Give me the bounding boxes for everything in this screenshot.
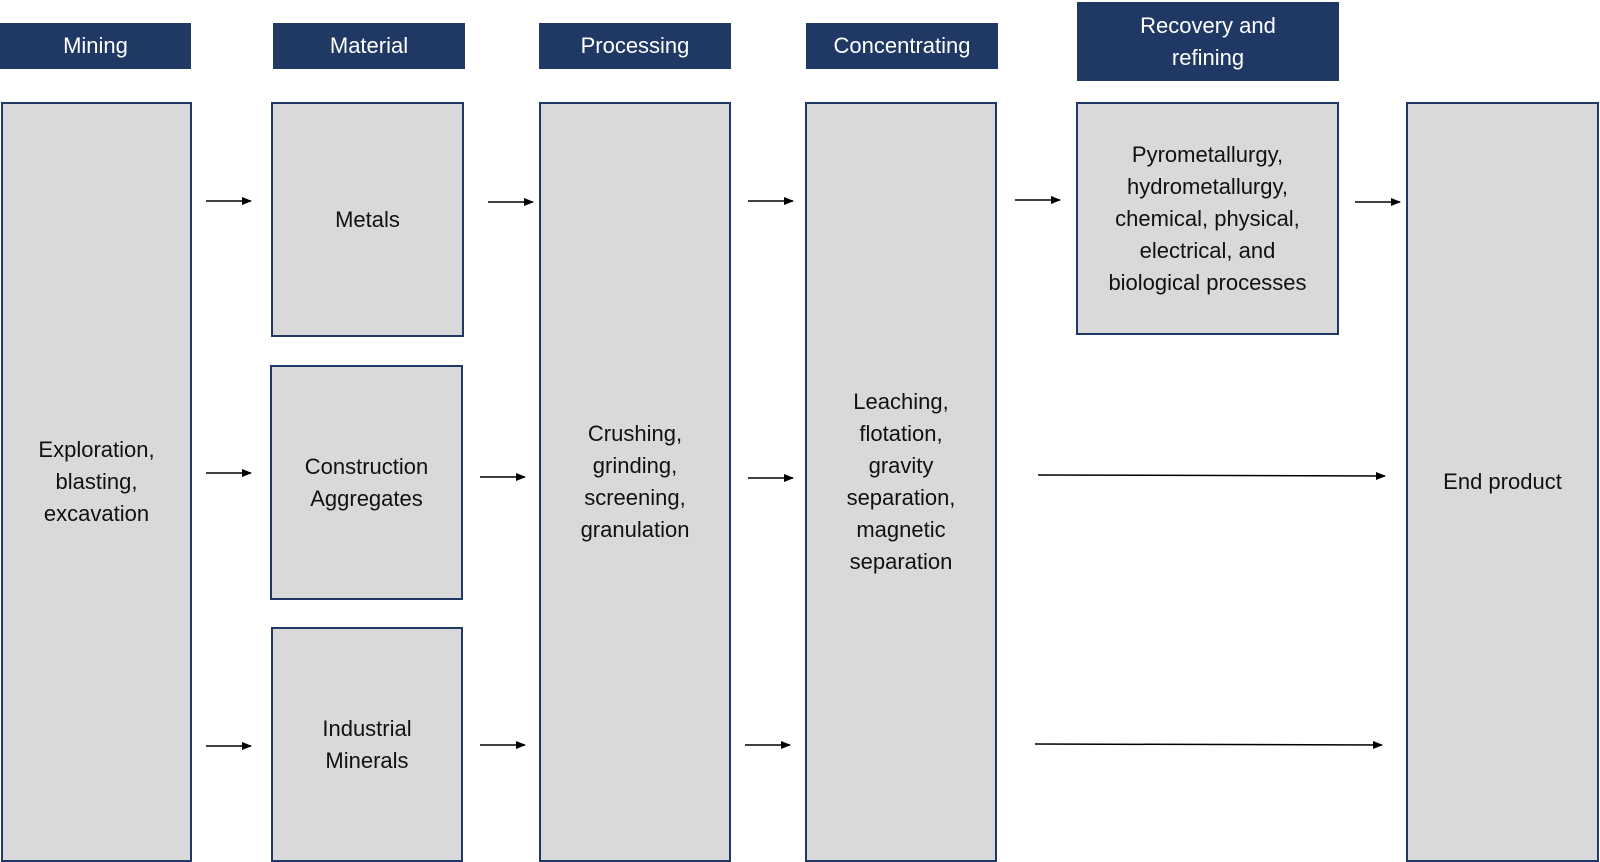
concentrating-box-text: Leaching, flotation, gravity separation,… [846,389,956,574]
recovery-box: Pyrometallurgy, hydrometallurgy, chemica… [1076,102,1339,335]
arrow-concentrating-to-end-product-3 [1034,740,1383,749]
recovery-box-text: Pyrometallurgy, hydrometallurgy, chemica… [1108,141,1307,295]
construction-aggregates-box: Construction Aggregates [270,365,463,600]
industrial-minerals-box: Industrial Minerals [271,627,463,862]
processing-box: Crushing, grinding, screening, granulati… [539,102,731,862]
construction-aggregates-box-text: Construction Aggregates [304,453,429,511]
arrow-concentrating-to-end-product-2 [1037,471,1386,480]
header-concentrating-label: Concentrating [833,33,971,58]
concentrating-box: Leaching, flotation, gravity separation,… [805,102,997,862]
processing-box-text: Crushing, grinding, screening, granulati… [580,421,690,542]
header-processing: Processing [539,23,731,69]
header-concentrating: Concentrating [806,23,998,69]
header-mining: Mining [0,23,191,69]
header-processing-label: Processing [580,33,690,58]
end-product-box-text: End product [1443,469,1562,494]
metals-box-text: Metals [335,206,400,232]
header-recovery-label: Recovery and refining [1140,12,1276,70]
mining-box-text: Exploration, blasting, excavation [38,437,155,526]
industrial-minerals-box-text: Industrial Minerals [322,715,412,773]
end-product-box: End product [1406,102,1599,862]
header-mining-label: Mining [63,33,128,58]
mining-box: Exploration, blasting, excavation [1,102,192,862]
metals-box: Metals [271,102,464,337]
header-material-label: Material [329,33,409,58]
header-recovery: Recovery and refining [1077,2,1339,81]
header-material: Material [273,23,465,69]
